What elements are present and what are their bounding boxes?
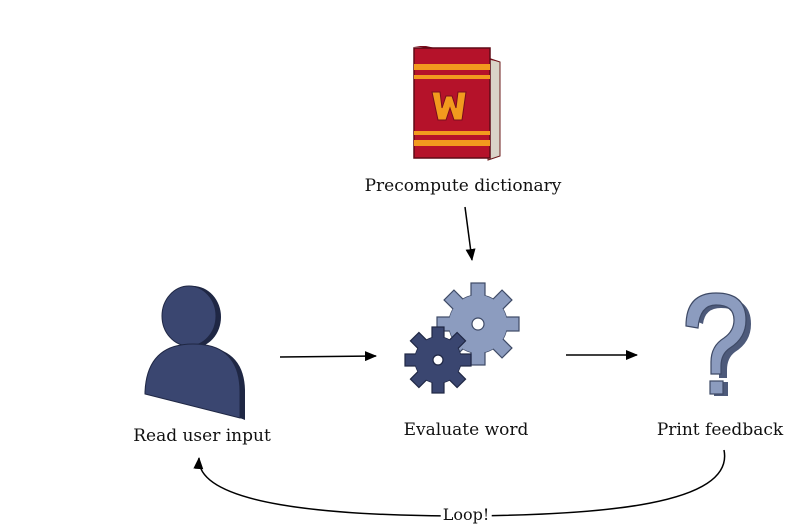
dictionary-label: Precompute dictionary [364, 176, 562, 196]
loop-label: Loop! [440, 505, 492, 524]
feedback-label: Print feedback [656, 420, 784, 440]
user-icon [144, 285, 245, 420]
question-mark-icon [685, 292, 751, 396]
dictionary-book-icon [413, 46, 501, 161]
evaluate-label: Evaluate word [403, 420, 529, 440]
arrow-dictionary-to-evaluate [464, 206, 476, 261]
arrow-input-to-evaluate [279, 351, 377, 362]
user-input-label: Read user input [133, 426, 271, 446]
gears-icon [404, 282, 520, 394]
